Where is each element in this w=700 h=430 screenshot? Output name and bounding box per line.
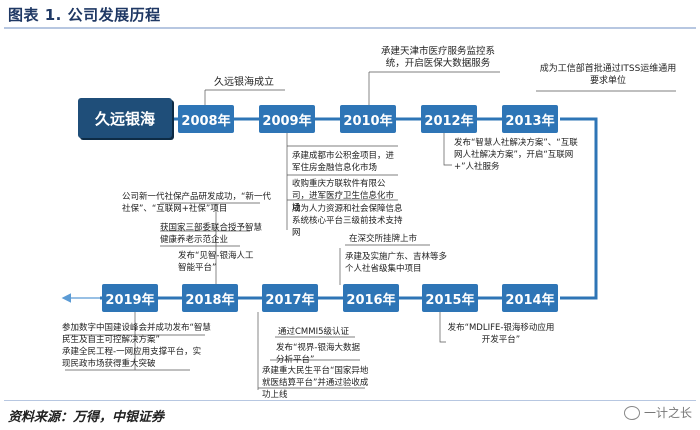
year-node-2018: 2018年 (182, 284, 238, 312)
timeline-wrap-line (560, 117, 598, 300)
year-node-2016: 2016年 (343, 284, 399, 312)
event-2018-elderly-care: 获国家三部委联合授予智慧健康养老示范企业 (160, 223, 263, 245)
year-node-2010: 2010年 (340, 105, 396, 133)
footer-divider (4, 400, 696, 401)
event-2010: 承建天津市医疗服务监控系统，开启医保大数据服务 (380, 46, 495, 69)
year-node-2019: 2019年 (102, 284, 158, 312)
year-node-2013: 2013年 (502, 105, 558, 133)
event-2019-summit: 参加数字中国建设峰会并成功发布“智慧民生及自主可控解决方案” (62, 323, 211, 345)
event-2019-civil-affairs: 承建全民工程-一网应用支撑平台，实现民政市场获得重大突破 (62, 347, 202, 369)
event-2009-acquisition: 收购重庆方联软件有限公司，进军医疗卫生信息化市场 (292, 179, 395, 213)
event-2016-settlement: 承建重大民生平台“国家异地就医结算平台”并通过验收成功上线 (262, 366, 369, 400)
event-2009-hr-platform: 成为人力资源和社会保障信息系统核心平台三级前技术支持网 (292, 204, 403, 238)
event-2015-listing: 在深交所挂牌上市 (349, 234, 418, 244)
event-2018-ai-platform: 发布“见智-银海人工智能平台” (178, 251, 254, 273)
year-node-2008: 2008年 (178, 105, 234, 133)
wechat-icon (623, 405, 640, 420)
event-2018-social-security: 公司新一代社保产品研发成功，“新一代社保”、“互联网+社保”项目 (122, 192, 271, 214)
event-2016-bigdata: 发布“视界-银海大数据分析平台” (276, 343, 360, 365)
company-name-box: 久远银海 (78, 98, 172, 138)
year-node-2015: 2015年 (422, 284, 478, 312)
event-2009-housing-fund: 承建成都市公积金项目，进军住房金融信息化市场 (292, 151, 395, 173)
event-2013-solutions: 发布“智慧人社解决方案”、“互联网人社解决方案”，开启“互联网+”人社服务 (454, 138, 578, 172)
watermark-text: 一计之长 (643, 406, 692, 420)
event-2008: 久远银海成立 (214, 77, 274, 88)
title-divider (4, 27, 696, 29)
event-2016-cmmi: 通过CMMI5级认证 (278, 327, 350, 337)
source-note: 资料来源：万得，中银证券 (8, 410, 165, 425)
event-2014: 发布“MDLIFE-银海移动应用开发平台” (447, 323, 555, 345)
year-node-2009: 2009年 (259, 105, 315, 133)
event-2015-provincial: 承建及实施广东、吉林等多个人社省级集中项目 (345, 252, 448, 274)
watermark: 一计之长 (623, 404, 692, 421)
year-node-2012: 2012年 (421, 105, 477, 133)
year-node-2014: 2014年 (502, 284, 558, 312)
year-node-2017: 2017年 (262, 284, 318, 312)
page-title: 图表 1. 公司发展历程 (8, 6, 161, 24)
event-2013-itss: 成为工信部首批通过ITSS运维通用要求单位 (539, 64, 677, 86)
